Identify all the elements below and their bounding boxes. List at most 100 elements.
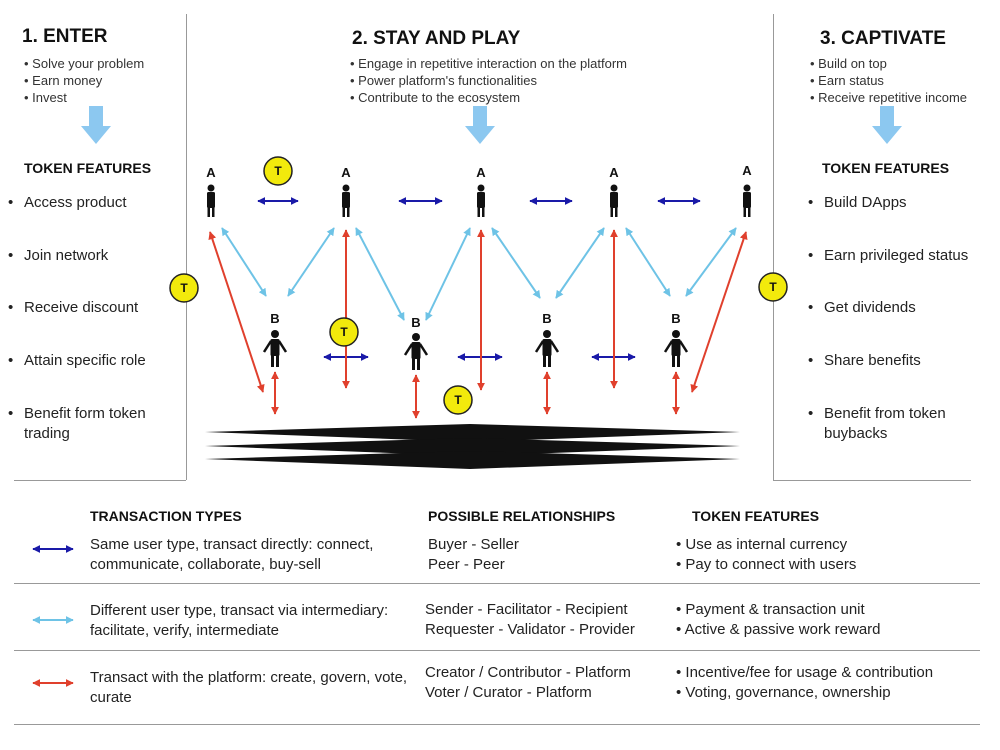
feature-item: Incentive/fee for usage & contribution: [676, 663, 933, 683]
token-label: T: [180, 281, 188, 295]
section-stay-title: 2. STAY AND PLAY: [352, 28, 521, 49]
left-divider-foot: [14, 480, 186, 481]
left-features-heading: TOKEN FEATURES: [24, 160, 152, 176]
user-a-label: A: [742, 163, 752, 178]
person-icon: [207, 184, 215, 217]
legend-relationships: Creator / Contributor - Platform Voter /…: [425, 663, 631, 703]
person-icon: [610, 184, 618, 217]
legend-features: Incentive/fee for usage & contribution V…: [676, 663, 933, 703]
relationship-item: Voter / Curator - Platform: [425, 684, 592, 701]
relationship-item: Peer - Peer: [428, 556, 505, 573]
user-a-figures: [207, 184, 751, 217]
left-feature-item: Benefit form token trading: [8, 404, 174, 444]
right-divider: [773, 14, 774, 480]
token-icon: T: [263, 156, 293, 186]
user-a-label: A: [609, 165, 619, 180]
feature-item: Pay to connect with users: [676, 555, 856, 575]
token-icon: T: [329, 317, 359, 347]
legend-header-transaction-types: TRANSACTION TYPES: [90, 508, 242, 524]
user-a-label: A: [476, 165, 486, 180]
left-feature-item: Join network: [8, 246, 174, 266]
platform-arrows: [208, 229, 748, 419]
relationship-item: Buyer - Seller: [428, 536, 519, 553]
token-label: T: [340, 325, 348, 339]
right-feature-item: Share benefits: [808, 351, 994, 371]
bullet: Engage in repetitive interaction on the …: [350, 55, 627, 72]
right-features-heading: TOKEN FEATURES: [822, 160, 950, 176]
bullet: Power platform's functionalities: [350, 72, 627, 89]
down-arrow-icon: [465, 106, 495, 144]
feature-item: Use as internal currency: [676, 535, 856, 555]
bullet: Earn money: [24, 72, 144, 89]
right-feature-item: Build DApps: [808, 193, 994, 213]
legend-transaction-type: Different user type, transact via interm…: [90, 602, 389, 639]
relationship-item: Requester - Validator - Provider: [425, 621, 635, 638]
section-captivate-title: 3. CAPTIVATE: [820, 28, 946, 49]
person-icon: [403, 333, 429, 370]
legend-header-relationships: POSSIBLE RELATIONSHIPS: [428, 508, 616, 524]
person-icon: [534, 330, 560, 367]
legend-transaction-type: Same user type, transact directly: conne…: [90, 536, 374, 573]
down-arrow-icon: [81, 106, 111, 144]
bullet: Solve your problem: [24, 55, 144, 72]
feature-item: Active & passive work reward: [676, 620, 881, 640]
legend-arrow-same-type: [32, 545, 74, 553]
user-b-label: B: [411, 315, 420, 330]
user-b-figures: [262, 330, 689, 370]
section-enter-bullets: Solve your problem Earn money Invest: [24, 55, 144, 106]
bullet: Receive repetitive income: [810, 89, 967, 106]
token-coins: T T T T T: [169, 156, 788, 415]
token-icon: T: [443, 385, 473, 415]
legend-header-token-features: TOKEN FEATURES: [692, 508, 820, 524]
section-stay-bullets: Engage in repetitive interaction on the …: [350, 55, 627, 106]
person-icon: [262, 330, 288, 367]
relationship-item: Sender - Facilitator - Recipient: [425, 601, 628, 618]
legend-row-divider: [14, 583, 980, 584]
feature-item: Voting, governance, ownership: [676, 683, 933, 703]
user-b-label: B: [270, 311, 279, 326]
same-type-arrows: [257, 197, 701, 361]
left-feature-item: Receive discount: [8, 298, 174, 318]
legend-features: Payment & transaction unit Active & pass…: [676, 600, 881, 640]
person-icon: [663, 330, 689, 367]
person-icon: [342, 184, 350, 217]
right-feature-item: Get dividends: [808, 298, 994, 318]
token-icon: T: [758, 272, 788, 302]
token-icon: T: [169, 273, 199, 303]
right-feature-item: Benefit from token buybacks: [808, 404, 974, 444]
down-arrow-icon: [872, 106, 902, 144]
legend-arrow-different-type: [32, 616, 74, 624]
bullet: Earn status: [810, 72, 967, 89]
person-icon: [477, 184, 485, 217]
platform-layers: [205, 424, 740, 469]
bullet: Invest: [24, 89, 144, 106]
person-icon: [743, 184, 751, 217]
legend-row-divider: [14, 650, 980, 651]
user-b-label: B: [542, 311, 551, 326]
relationship-item: Creator / Contributor - Platform: [425, 664, 631, 681]
bullet: Build on top: [810, 55, 967, 72]
feature-item: Payment & transaction unit: [676, 600, 881, 620]
section-enter-title: 1. ENTER: [22, 26, 108, 47]
user-a-label: A: [341, 165, 351, 180]
left-divider: [186, 14, 187, 480]
legend-relationships: Sender - Facilitator - Recipient Request…: [425, 600, 635, 640]
interaction-diagram: A A A A A B B B B T T T T T: [169, 156, 788, 469]
right-feature-item: Earn privileged status: [808, 246, 996, 266]
bullet: Contribute to the ecosystem: [350, 89, 627, 106]
different-type-arrows: [221, 227, 737, 321]
left-feature-item: Access product: [8, 193, 174, 213]
legend-relationships: Buyer - Seller Peer - Peer: [428, 535, 519, 575]
token-label: T: [769, 280, 777, 294]
section-captivate-bullets: Build on top Earn status Receive repetit…: [810, 55, 967, 106]
legend-arrow-platform: [32, 679, 74, 687]
user-a-label: A: [206, 165, 216, 180]
token-label: T: [274, 164, 282, 178]
legend-row-divider: [14, 724, 980, 725]
legend-transaction-type: Transact with the platform: create, gove…: [90, 669, 408, 706]
token-label: T: [454, 393, 462, 407]
left-feature-item: Attain specific role: [8, 351, 174, 371]
right-divider-foot: [773, 480, 971, 481]
user-b-label: B: [671, 311, 680, 326]
legend-features: Use as internal currency Pay to connect …: [676, 535, 856, 575]
